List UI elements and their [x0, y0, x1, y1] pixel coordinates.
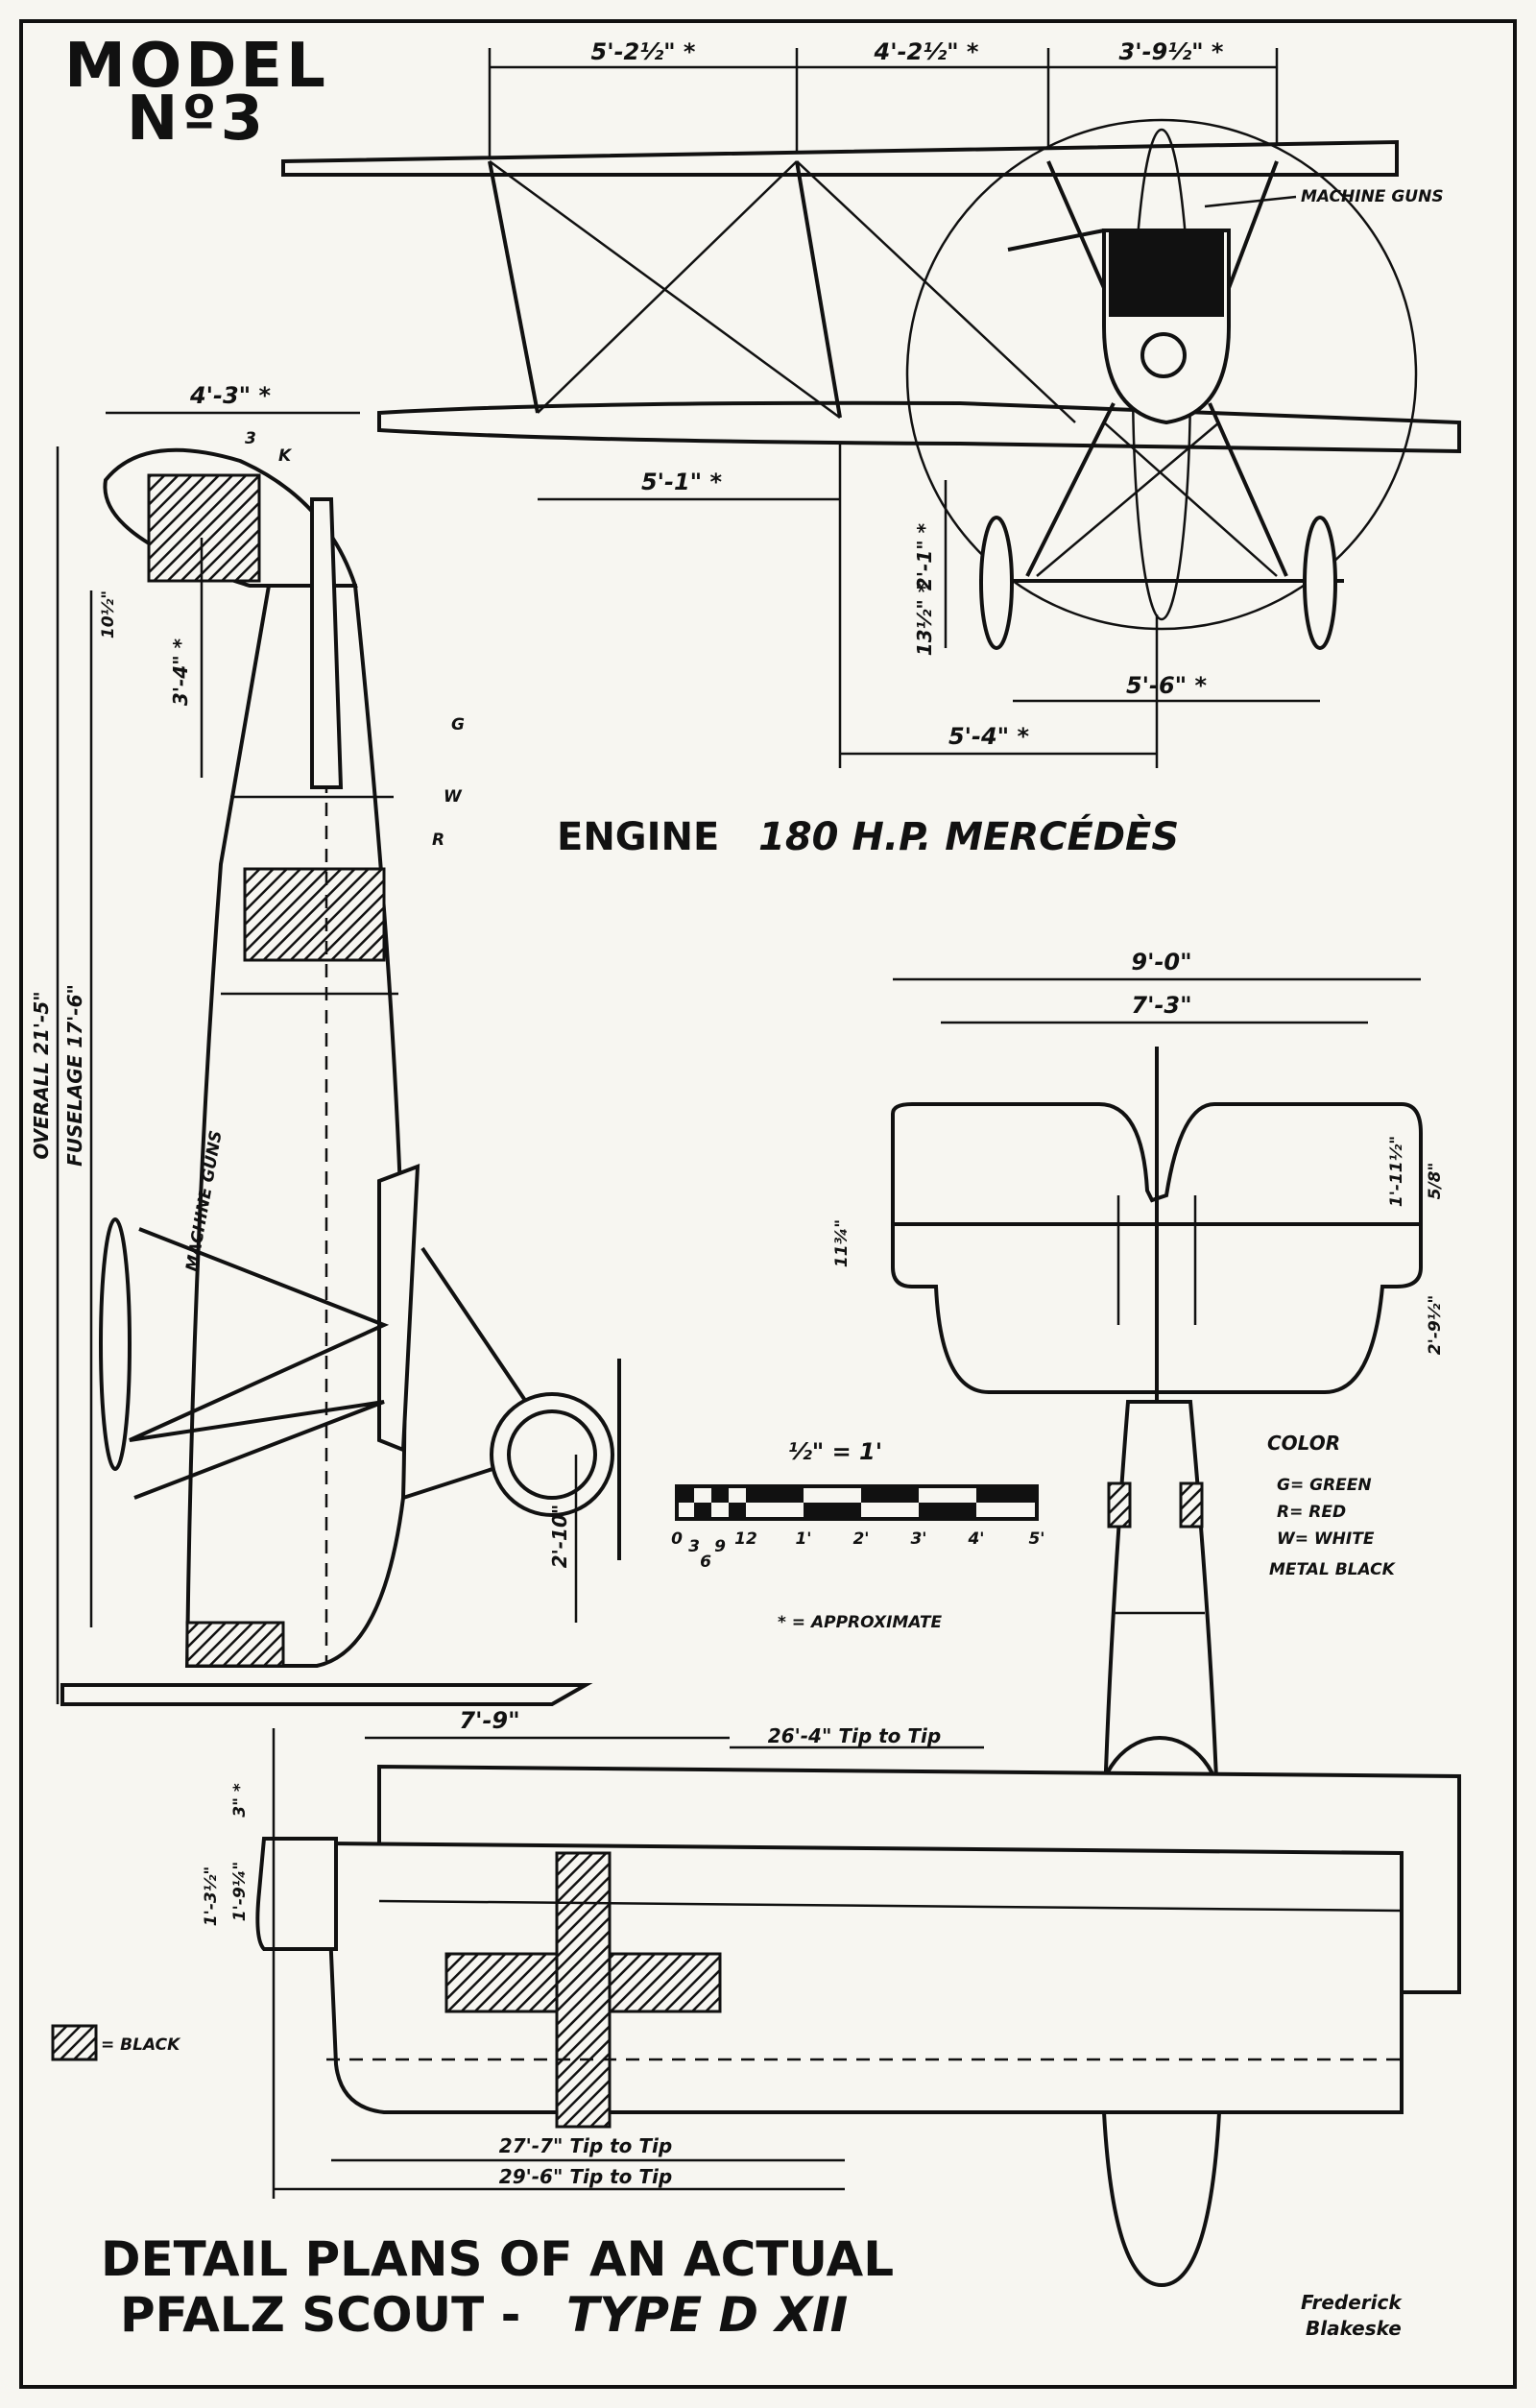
tail-chord-c: 2'-9½"	[1426, 1295, 1445, 1355]
color-key-green: G= GREEN	[1277, 1476, 1372, 1495]
engine-label-name: 180 H.P. MERCÉDÈS	[758, 813, 1179, 859]
wing-dim-a: 3" *	[230, 1783, 250, 1818]
black-key-swatch	[51, 2024, 98, 2061]
interplane-strut	[488, 160, 540, 414]
wing-plan-view: 7'-9" 26'-4" Tip to Tip 27'-7" Tip to Ti…	[202, 1707, 1461, 2199]
side-view: 4'-3" * OVERALL 21'-5" FUSELAGE 17'-6" 3…	[30, 382, 621, 1706]
side-top-width: 4'-3" *	[189, 382, 272, 409]
front-span-a: 5'-2½" *	[591, 38, 696, 65]
track-dim: 5'-6" *	[1126, 672, 1208, 699]
tail-chord-b: 5/8"	[1426, 1163, 1445, 1200]
callout-k: K	[278, 446, 293, 466]
engine-label-prefix: ENGINE	[557, 815, 719, 859]
scale-tick-2ft: 2'	[852, 1529, 869, 1549]
wing-dim-b: 1'-9¼"	[230, 1862, 250, 1921]
side-propeller	[99, 1217, 132, 1471]
fuselage-plan	[184, 584, 407, 1668]
side-tailplane	[60, 1683, 593, 1706]
tail-span-inner: 7'-3"	[1131, 992, 1191, 1019]
approximate-note: * = APPROXIMATE	[778, 1613, 942, 1632]
scale-bar: ½" = 1' 0 3 6 9 12 1' 2' 3' 4' 5'	[671, 1438, 1044, 1572]
wing-span-lower: 29'-6" Tip to Tip	[499, 2165, 672, 2188]
aileron	[255, 1837, 338, 1951]
wing-root-dim: 7'-9"	[459, 1707, 519, 1734]
color-key-white: W= WHITE	[1277, 1529, 1375, 1549]
lower-span-dim: 5'-1" *	[641, 469, 723, 495]
fuselage-cross	[243, 867, 386, 962]
color-key-title: COLOR	[1267, 1432, 1340, 1455]
color-key: COLOR G= GREEN R= RED W= WHITE METAL BLA…	[1267, 1432, 1397, 1579]
model-title-line1: MODEL	[64, 31, 329, 102]
scale-tick-6: 6	[700, 1553, 711, 1572]
wing-span-mid: 27'-7" Tip to Tip	[499, 2134, 672, 2157]
fuselage-length: FUSELAGE 17'-6"	[63, 984, 86, 1167]
front-machine-guns-label: MACHINE GUNS	[1301, 187, 1444, 206]
propeller-disc	[905, 118, 1418, 631]
scale-tick-4ft: 4'	[967, 1529, 984, 1549]
wheel-height: 2'-10"	[548, 1505, 571, 1569]
landing-gear-strut	[1025, 402, 1116, 577]
plate-title-line2a: PFALZ SCOUT -	[120, 2287, 520, 2343]
overall-length: OVERALL 21'-5"	[30, 991, 53, 1159]
front-span-c: 3'-9½" *	[1119, 38, 1224, 65]
color-key-red: R= RED	[1277, 1503, 1346, 1522]
scale-tick-3: 3	[688, 1537, 700, 1556]
plate-title-line1: DETAIL PLANS OF AN ACTUAL	[101, 2231, 894, 2287]
fin-dim-a: 3'-4" *	[169, 638, 192, 706]
scale-tick-5ft: 5'	[1028, 1529, 1044, 1549]
color-key-metal: METAL BLACK	[1269, 1560, 1397, 1579]
plate-title-line2b: TYPE D XII	[566, 2287, 848, 2343]
signature-line2: Blakeske	[1306, 2317, 1402, 2340]
callout-3: 3	[245, 429, 256, 448]
black-key-label: = BLACK	[101, 2035, 181, 2055]
callout-w: W	[444, 787, 463, 807]
wing-dim-c: 1'-3½"	[202, 1866, 221, 1926]
scale-tick-0: 0	[671, 1529, 683, 1549]
scale-tick-9: 9	[714, 1537, 726, 1556]
front-span-b: 4'-2½" *	[874, 38, 979, 65]
engine-struts	[129, 1227, 390, 1500]
front-height-b: 13½" *	[913, 582, 936, 656]
scale-tick-12: 12	[734, 1529, 757, 1549]
fin-dim-b: 10½"	[99, 590, 118, 638]
wheel-left	[979, 516, 1014, 650]
signature-line1: Frederick	[1301, 2291, 1403, 2314]
front-view: 5'-2½" * 4'-2½" * 3'-9½" * MACHINE GUNS	[281, 38, 1461, 768]
model-title-line2: Nº3	[127, 84, 267, 155]
tail-plan-view: 9'-0" 7'-3" 1'-11½" 5/8" 2'-9½" 11¾"	[832, 949, 1445, 1402]
front-height-a: 2'-1" *	[913, 522, 936, 590]
fin-cross	[147, 473, 261, 583]
callout-g: G	[451, 715, 465, 734]
scale-tick-1ft: 1'	[795, 1529, 811, 1549]
wing-span-upper: 26'-4" Tip to Tip	[768, 1724, 941, 1747]
half-track-dim: 5'-4" *	[948, 723, 1030, 750]
sheet-border	[19, 19, 1517, 2389]
wheel-right	[1303, 516, 1337, 650]
wing-cross-vertical	[555, 1851, 612, 2129]
upper-wing-front	[281, 139, 1399, 177]
callout-r: R	[432, 831, 444, 850]
scale-tick-3ft: 3'	[910, 1529, 926, 1549]
scale-title: ½" = 1'	[788, 1438, 882, 1465]
tail-span-outer: 9'-0"	[1131, 949, 1191, 975]
tail-chord-a: 1'-11½"	[1387, 1136, 1406, 1207]
tail-chord-d: 11¾"	[832, 1219, 852, 1267]
radiator	[1109, 230, 1224, 317]
